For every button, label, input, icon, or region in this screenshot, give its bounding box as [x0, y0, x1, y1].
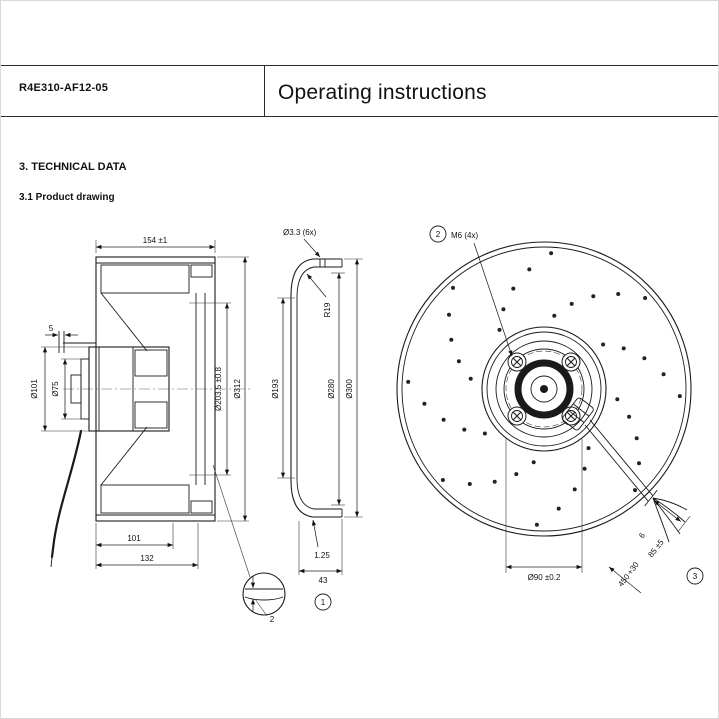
callout-3-number: 3	[693, 572, 698, 581]
side-view: 154 ±1 5 Ø101 Ø75 101 132	[30, 236, 253, 569]
page-title: Operating instructions	[278, 81, 487, 104]
stator-winding-bottom	[134, 401, 168, 429]
callout-1-number: 1	[321, 598, 326, 607]
rotor-hub	[481, 326, 607, 452]
dim-screws-label: M6 (4x)	[451, 231, 478, 240]
dim-tip-label: 6	[637, 531, 647, 540]
callout-3: 3	[686, 567, 704, 585]
dim-len101-label: 101	[127, 534, 141, 543]
dim-thick125-label: 1.25	[314, 551, 330, 560]
stator-winding-top	[134, 349, 168, 377]
perforation-dots	[406, 251, 682, 527]
callout-1: 1	[314, 593, 332, 611]
detail-leader	[212, 464, 251, 578]
dim-len132-label: 132	[140, 554, 154, 563]
dim-strip-label: 85 ±5	[646, 537, 666, 559]
section-heading: 3. TECHNICAL DATA	[19, 161, 127, 173]
callout-2-number: 2	[436, 230, 441, 239]
back-plate-cone	[100, 292, 148, 352]
screw-bottom-left	[507, 406, 527, 426]
dim-gap-label: 5	[49, 324, 54, 333]
dim-outer-label: Ø312	[233, 379, 242, 399]
impeller-section-hatch-top	[100, 264, 190, 294]
dim-motor-outer-label: Ø101	[30, 379, 39, 399]
section-view: Ø3.3 (6x) R19 Ø193 Ø280 Ø300 1.25	[271, 228, 363, 585]
callout-2: 2	[429, 225, 447, 243]
dim-hole-label: Ø3.3 (6x)	[283, 228, 317, 237]
screw-top-right	[561, 352, 581, 372]
screw-top-left	[507, 352, 527, 372]
dim-ring300-label: Ø300	[345, 379, 354, 399]
dim-radius-label: R19	[323, 302, 332, 317]
motor	[58, 331, 170, 432]
dim-cable-tol-label: +30	[625, 560, 641, 577]
dim-impeller-label: Ø203.5 ±0.8	[214, 366, 223, 411]
dim-inlet-label: Ø193	[271, 379, 280, 399]
screw-bottom-right	[561, 406, 581, 426]
dim-thick2-label: 2	[270, 615, 275, 624]
dim-bolt-circle-label: Ø90 ±0.2	[528, 573, 561, 582]
header-divider	[264, 65, 265, 116]
dim-depth-label: 154 ±1	[143, 236, 168, 245]
impeller-section-hatch-bottom	[100, 484, 190, 514]
detail-view: 2 1	[212, 464, 332, 624]
dim-motor-inner-label: Ø75	[51, 381, 60, 397]
section-subheading: 3.1 Product drawing	[19, 192, 115, 203]
dim-width43-label: 43	[319, 576, 328, 585]
front-view: 2 M6 (4x) Ø90 ±0.2	[396, 225, 704, 594]
model-number: R4E310-AF12-05	[19, 82, 109, 94]
bearing-ring	[514, 359, 574, 419]
dim-ring280-label: Ø280	[327, 379, 336, 399]
motor-cable	[50, 429, 83, 559]
shaft-center	[540, 385, 548, 393]
wire-3	[652, 497, 681, 535]
header-rule-bottom	[1, 116, 718, 117]
wire-4	[652, 497, 670, 543]
bolt-circle	[505, 350, 583, 428]
header-rule-top	[1, 65, 718, 66]
power-cable	[584, 419, 691, 594]
cable-gland	[562, 397, 594, 431]
